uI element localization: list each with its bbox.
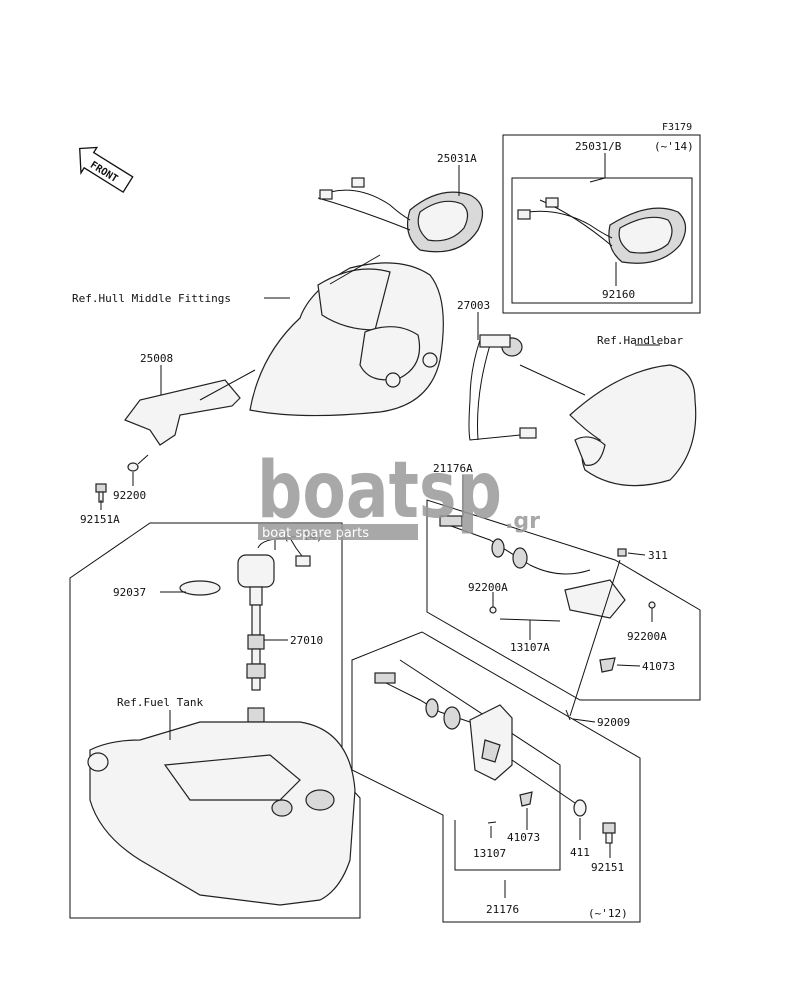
fuel-sender-27010 [237, 537, 311, 723]
screw-92009 [565, 709, 571, 721]
clamp-92037 [179, 580, 221, 596]
watermark-tagline-bar [258, 524, 418, 540]
label-25031B: 25031/B [575, 140, 622, 153]
meter-25031B [517, 197, 687, 264]
box-21176 [351, 631, 641, 923]
label-311: 311 [648, 549, 668, 562]
handlebar-cover [569, 364, 697, 487]
watermark-tld: .gr [505, 509, 540, 534]
label-92151: 92151 [591, 861, 624, 874]
bolt-92151 [602, 822, 616, 844]
label-13107: 13107 [473, 847, 506, 860]
box-25031B-inner [511, 177, 693, 304]
label-41073-upper: 41073 [642, 660, 675, 673]
label-21176-note: (~'12) [588, 907, 628, 920]
speed-sensor-21176 [374, 672, 513, 781]
label-25031B-note: (~'14) [654, 140, 694, 153]
sensor-27003 [468, 334, 537, 441]
clamp-41073-lower [519, 791, 533, 807]
label-92160: 92160 [602, 288, 635, 301]
label-41073-lower: 41073 [507, 831, 540, 844]
bracket-25008 [124, 379, 241, 446]
washer-411 [573, 799, 587, 817]
label-21176: 21176 [486, 903, 519, 916]
speed-sensor-21176A [439, 515, 626, 622]
meter-25031A [317, 177, 484, 253]
pin-13107 [487, 821, 497, 824]
label-13107A: 13107A [510, 641, 550, 654]
bolt-92151A [95, 483, 107, 503]
label-ref-fuel-tank: Ref.Fuel Tank [117, 696, 203, 709]
fuel-tank [87, 721, 356, 906]
washer-92200 [127, 462, 139, 472]
washer-92200A-right [648, 601, 656, 609]
label-92009: 92009 [597, 716, 630, 729]
nut-311 [617, 548, 627, 557]
label-25008: 25008 [140, 352, 173, 365]
front-arrow-icon: FRONT [79, 146, 134, 194]
label-92037: 92037 [113, 586, 146, 599]
box-25031B [502, 134, 701, 314]
washer-92200A-left [489, 606, 497, 614]
watermark-tagline: boat spare parts [262, 526, 369, 541]
label-25031A: 25031A [437, 152, 477, 165]
figure-code: F3179 [662, 122, 692, 133]
label-21176A: 21176A [433, 462, 473, 475]
box-21176A [426, 499, 701, 701]
label-92200A-left: 92200A [468, 581, 508, 594]
watermark-brand: boatsp [257, 446, 502, 536]
label-411: 411 [570, 846, 590, 859]
label-ref-hull-middle-fittings: Ref.Hull Middle Fittings [72, 292, 231, 305]
label-92151A: 92151A [80, 513, 120, 526]
hull-middle-fitting [249, 262, 444, 417]
label-92200A-right: 92200A [627, 630, 667, 643]
label-27003: 27003 [457, 299, 490, 312]
clamp-41073-upper [599, 657, 616, 673]
label-ref-handlebar: Ref.Handlebar [597, 334, 683, 347]
label-92200: 92200 [113, 489, 146, 502]
label-27010: 27010 [290, 634, 323, 647]
watermark: boatsp .gr boat spare parts [257, 446, 540, 541]
